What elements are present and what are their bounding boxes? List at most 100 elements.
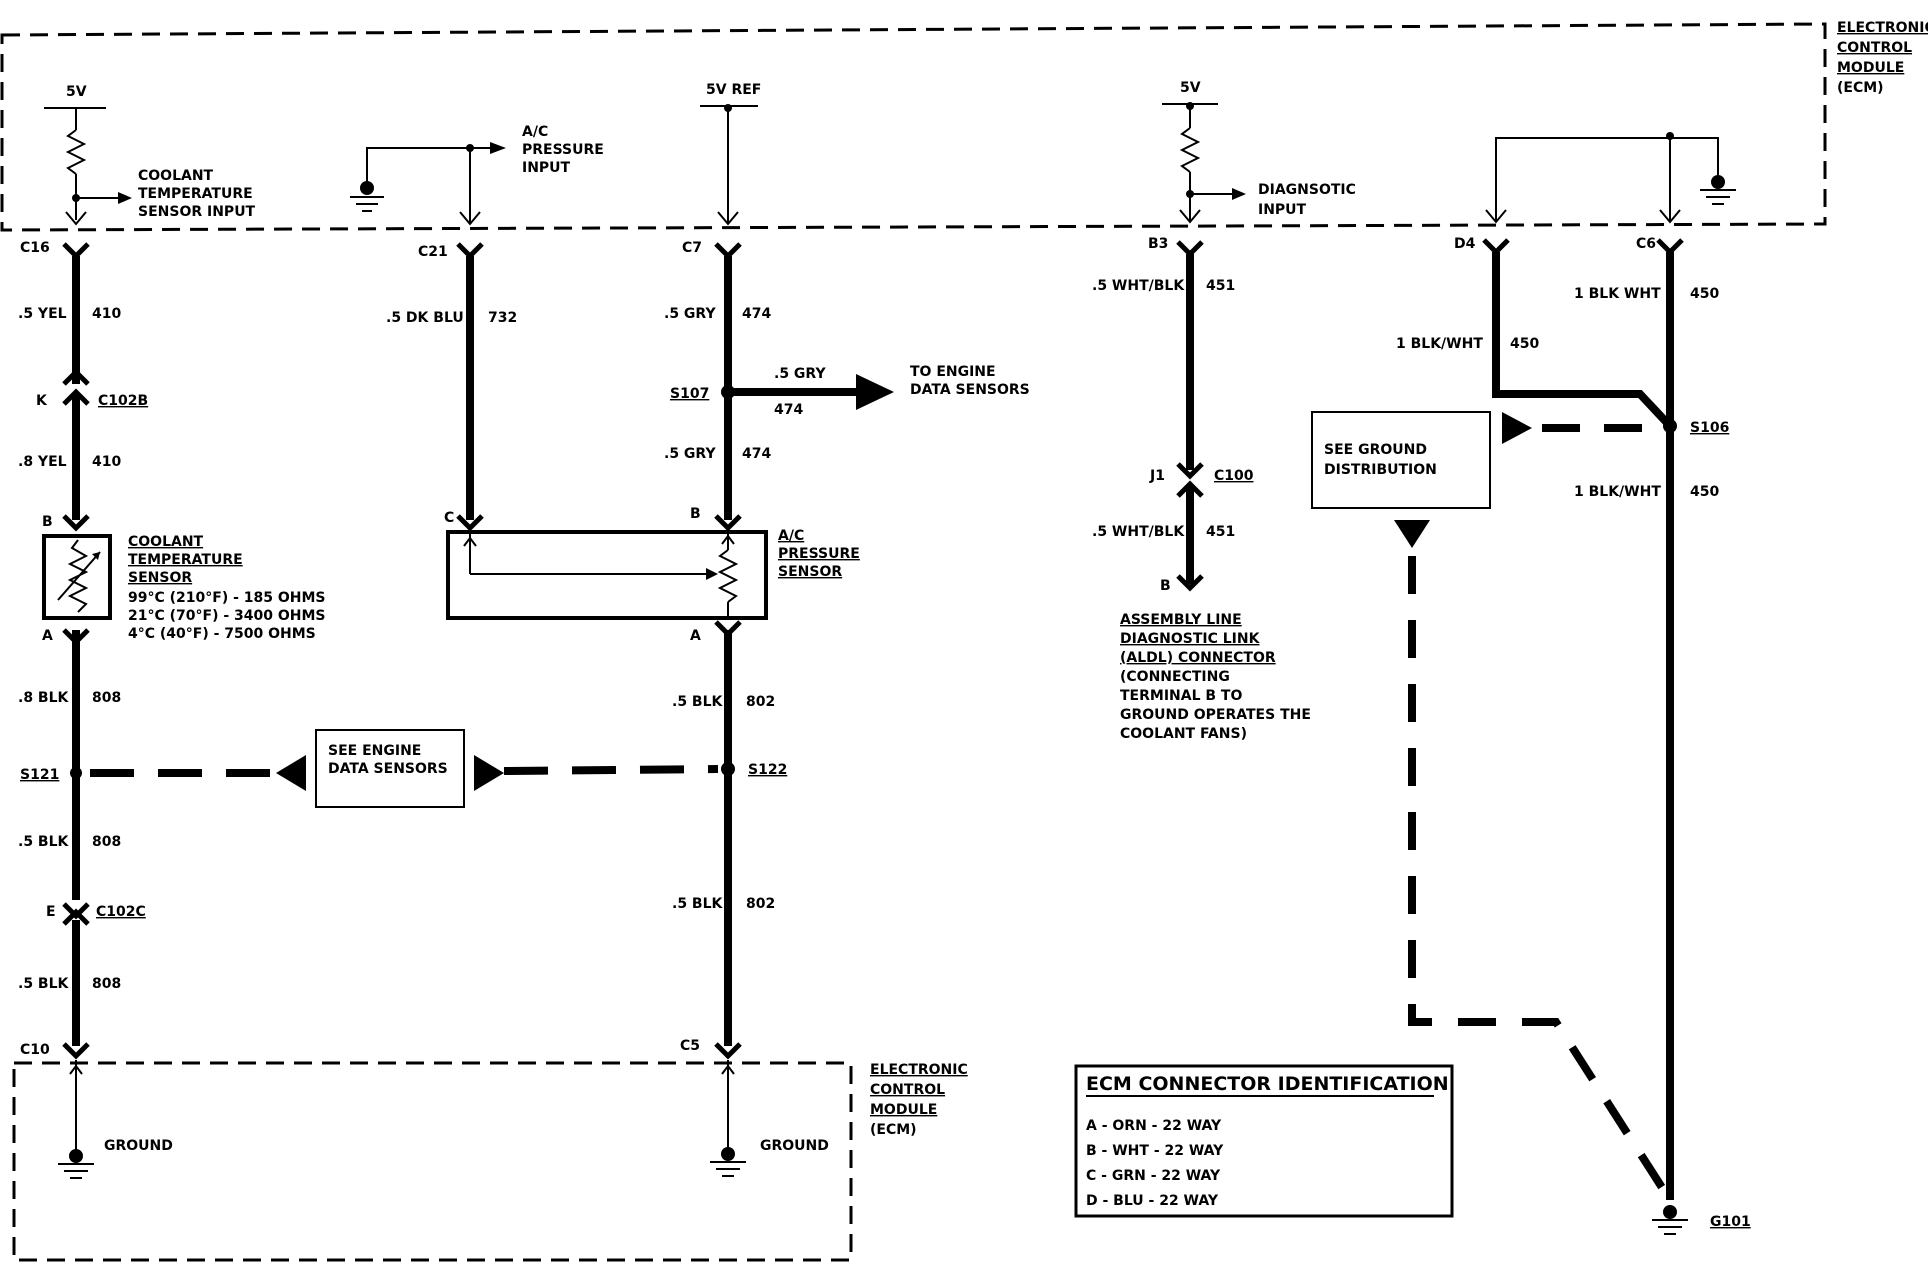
ground-symbol-ac [710,1147,746,1177]
aldl-label-3: (ALDL) CONNECTOR [1120,650,1276,666]
ecm-top-label-line4: (ECM) [1837,80,1884,96]
splice-s121: S121 [20,767,59,783]
diag-input-label-1: DIAGNSOTIC [1258,182,1356,198]
ac-sensor-pin-a: A [690,628,701,644]
coolant-sensor-label-3: SENSOR [128,570,192,586]
ac-c21-wire-color: .5 DK BLU [386,310,464,326]
ground-down-wire-num: 450 [1690,484,1719,500]
coolant-sensor-spec-1: 99°C (210°F) - 185 OHMS [128,590,326,606]
ac-pin-c5: C5 [680,1038,700,1054]
coolant-ground-label: GROUND [104,1138,173,1154]
splice-s107: S107 [670,386,709,402]
connector-id-title: ECM CONNECTOR IDENTIFICATION [1086,1073,1449,1095]
see-engine-data-sensors: SEE ENGINE DATA SENSORS [90,729,719,808]
diag-wire2-num: 451 [1206,524,1235,540]
ac-sensor-pin-b: B [690,506,701,522]
coolant-sensor-label-2: TEMPERATURE [128,552,243,568]
coolant-input-label-1: COOLANT [138,168,214,184]
see-engine-data-sensors-box [315,729,465,808]
ground-d4-wire-color: 1 BLK/WHT [1396,336,1483,352]
coolant-conn-c102c: C102C [96,904,146,920]
coolant-pin-c16: C16 [20,240,50,256]
coolant-supply-label: 5V [66,84,87,100]
diag-input-label-2: INPUT [1258,202,1307,218]
diag-pin-b3: B3 [1148,236,1168,252]
coolant-sensor-label-1: COOLANT [128,534,204,550]
diag-conn-c100: C100 [1214,468,1254,484]
ecm-top-label-line2: CONTROL [1837,40,1912,56]
ecm-bottom-label: ELECTRONIC CONTROL MODULE (ECM) [870,1062,968,1138]
coolant-input-label-3: SENSOR INPUT [138,204,256,220]
coolant-conn-pin-k: K [36,393,48,409]
ac-branch-dest-2: DATA SENSORS [910,382,1030,398]
ecm-top-boundary [0,22,1827,232]
ac-sensor-label-3: SENSOR [778,564,842,580]
coolant-wire1-color: .5 YEL [18,306,67,322]
ac-wire3-num: 802 [746,694,775,710]
coolant-wire3-num: 808 [92,690,121,706]
ecm-bottom-boundary [12,1061,853,1262]
ac-branch-dest-1: TO ENGINE [910,364,996,380]
ground-point-g101: G101 [1710,1214,1751,1230]
coolant-wire5-num: 808 [92,976,121,992]
connector-id-row-b: B - WHT - 22 WAY [1086,1143,1224,1159]
diag-wire1-color: .5 WHT/BLK [1092,278,1185,294]
connector-id-row-c: C - GRN - 22 WAY [1086,1168,1221,1184]
coolant-sensor-label: COOLANT TEMPERATURE SENSOR 99°C (210°F) … [128,534,326,642]
ac-wire2-color: .5 GRY [664,446,716,462]
ac-ground-label: GROUND [760,1138,829,1154]
coolant-conn-c102b: C102B [98,393,148,409]
aldl-note-4: COOLANT FANS) [1120,726,1247,742]
ac-wire1-color: .5 GRY [664,306,716,322]
coolant-wire4-num: 808 [92,834,121,850]
see-engine-text-2: DATA SENSORS [328,761,448,777]
coolant-sensor-pin-b: B [42,514,53,530]
coolant-wire3-color: .8 BLK [18,690,70,706]
coolant-sensor-spec-3: 4°C (40°F) - 7500 OHMS [128,626,316,642]
ac-branch-color: .5 GRY [774,366,826,382]
connector-id-row-d: D - BLU - 22 WAY [1086,1193,1219,1209]
aldl-connector-label: ASSEMBLY LINE DIAGNOSTIC LINK (ALDL) CON… [1120,612,1311,742]
ground-d4-wire-num: 450 [1510,336,1539,352]
ecm-bottom-label-line2: CONTROL [870,1082,945,1098]
ac-wire4-num: 802 [746,896,775,912]
coolant-input-label-2: TEMPERATURE [138,186,253,202]
coolant-pin-c10: C10 [20,1042,50,1058]
ecm-top-label: ELECTRONIC CONTROL MODULE (ECM) [1837,20,1928,96]
ac-pin-c21: C21 [418,244,448,260]
splice-s122: S122 [748,762,787,778]
ac-sensor-label-2: PRESSURE [778,546,860,562]
coolant-pullup-resistor [65,129,87,175]
splice-s106: S106 [1690,420,1729,436]
coolant-sensor-spec-2: 21°C (70°F) - 3400 OHMS [128,608,326,624]
ac-supply-label: 5V REF [706,82,761,98]
ecm-bottom-label-line1: ELECTRONIC [870,1062,968,1078]
ground-c6-wire-num: 450 [1690,286,1719,302]
ecm-connector-identification: ECM CONNECTOR IDENTIFICATION A - ORN - 2… [1074,1064,1454,1218]
connector-id-row-a: A - ORN - 22 WAY [1086,1118,1222,1134]
ecm-top-label-line3: MODULE [1837,60,1904,76]
coolant-conn2-pin-e: E [46,904,56,920]
ac-sensor-label-1: A/C [778,528,804,544]
ground-pin-d4: D4 [1454,236,1476,252]
diag-conn-pin-j1: J1 [1149,468,1165,484]
ground-pin-c6: C6 [1636,236,1656,252]
ground-symbol-ecm-internal [1700,175,1736,205]
coolant-wire1-num: 410 [92,306,121,322]
ac-wire4-color: .5 BLK [672,896,724,912]
ac-c21-wire-num: 732 [488,310,517,326]
see-engine-text-1: SEE ENGINE [328,743,421,759]
ac-wire1-num: 474 [742,306,771,322]
coolant-wire2-color: .8 YEL [18,454,67,470]
ac-pin-c7: C7 [682,240,702,256]
ac-wire3-color: .5 BLK [672,694,724,710]
ground-symbol-coolant [58,1149,94,1179]
aldl-note-1: (CONNECTING [1120,669,1230,685]
aldl-note-2: TERMINAL B TO [1120,688,1242,704]
ground-dist-text-2: DISTRIBUTION [1324,462,1437,478]
coolant-circuit: 5V COOLANT TEMPERATURE SENSOR INPUT C16 … [18,84,326,1179]
ecm-bottom-label-line4: (ECM) [870,1122,917,1138]
ground-c6-wire-color: 1 BLK WHT [1574,286,1661,302]
aldl-label-1: ASSEMBLY LINE [1120,612,1242,628]
